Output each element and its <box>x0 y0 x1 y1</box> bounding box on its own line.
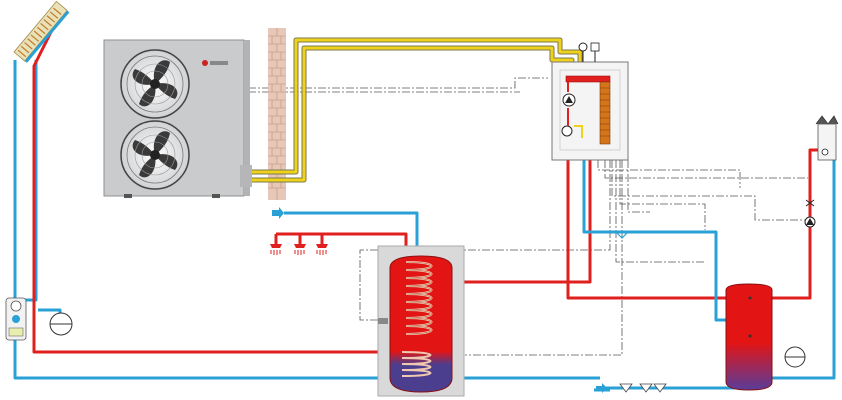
shower-head-icon <box>270 244 282 255</box>
coil-tank-icon <box>377 245 465 397</box>
solar-collector-icon <box>13 0 70 63</box>
heating-circuit <box>480 148 836 392</box>
pump-station-icon <box>5 297 27 341</box>
refrigerant-lines <box>248 37 583 183</box>
radiator-icon <box>815 115 839 161</box>
control-wiring <box>248 77 808 356</box>
circulation-pump-icon <box>804 199 816 228</box>
check-valve-icon <box>615 231 629 239</box>
valve-group-icon <box>619 383 667 393</box>
outdoor-heat-pump <box>103 39 252 198</box>
expansion-vessel-heating-icon <box>784 346 806 368</box>
buffer-tank-icon <box>725 283 773 391</box>
expansion-vessel-solar-icon <box>49 312 73 336</box>
fan-icon <box>120 120 190 190</box>
hydraulic-module-icon <box>551 42 629 161</box>
shower-head-icon <box>316 244 328 255</box>
shower-outlets <box>270 244 328 255</box>
shower-head-icon <box>294 244 306 255</box>
arrow-right-icon <box>272 207 284 219</box>
pressure-gauge-icon <box>578 42 588 52</box>
fan-icon <box>120 49 190 119</box>
arrow-right-icon <box>596 383 607 393</box>
brand-logo <box>202 60 208 66</box>
valve-icon <box>590 42 600 52</box>
